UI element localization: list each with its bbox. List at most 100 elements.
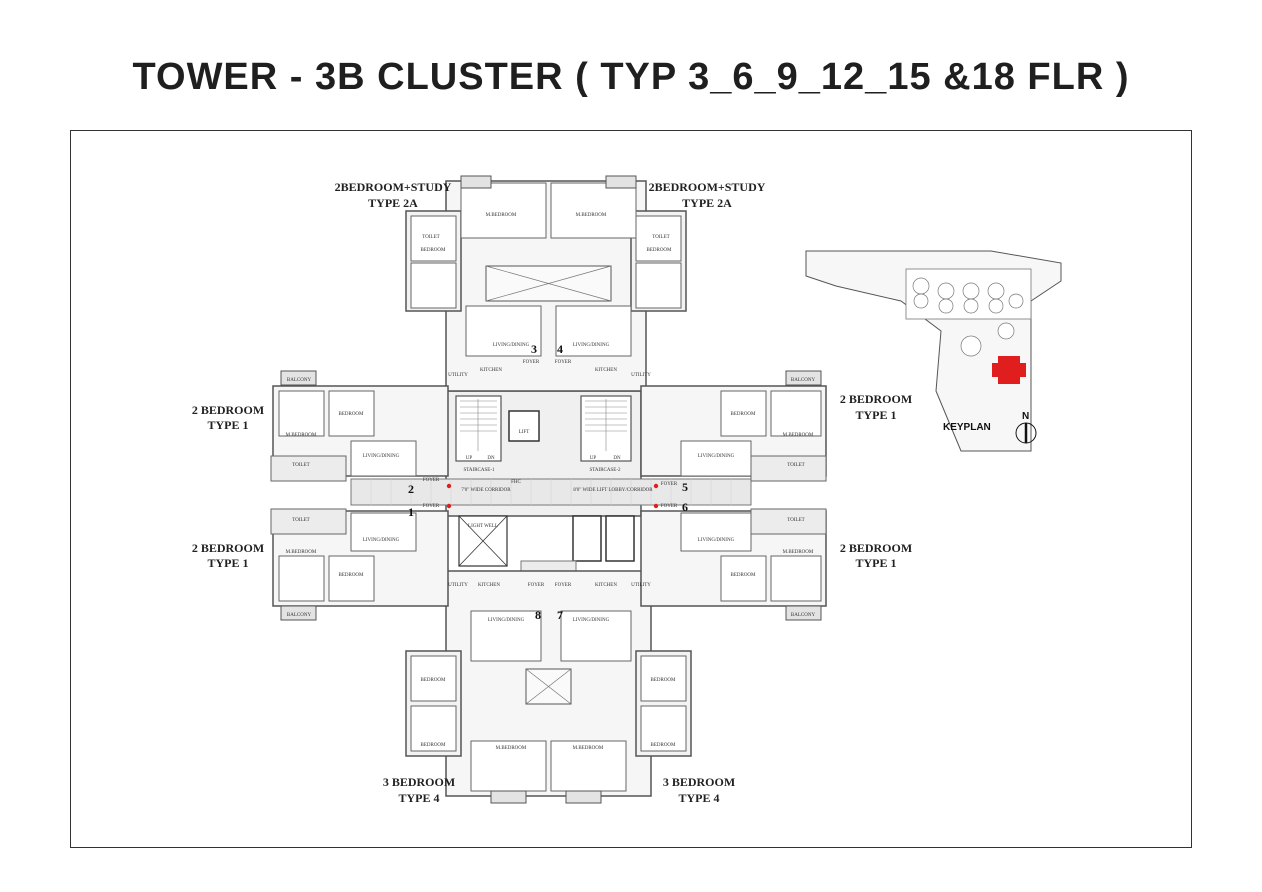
room-toilet-3: TOILET <box>422 235 439 240</box>
page-title: TOWER - 3B CLUSTER ( TYP 3_6_9_12_15 &18… <box>132 56 1130 98</box>
room-light-well: LIGHT WELL <box>468 524 498 529</box>
north-label: N <box>1022 411 1029 422</box>
unit-label-3bhk-left-line1: 3 BEDROOM <box>383 775 455 789</box>
room-bedroom-8a: BEDROOM <box>420 678 446 683</box>
keyplan-highlight-tower <box>992 356 1026 384</box>
room-bedroom-3a: BEDROOM <box>420 248 446 253</box>
flat-number-1: 1 <box>408 505 414 519</box>
room-foyer-3: FOYER <box>523 360 540 365</box>
flat-number-3: 3 <box>531 342 537 356</box>
room-toilet-1: TOILET <box>292 518 309 523</box>
room-lift: LIFT <box>519 430 530 435</box>
room-foyer-2: FOYER <box>423 478 440 483</box>
unit-label-2bhk-left-bottom-line2: TYPE 1 <box>207 556 248 570</box>
room-mbedroom-1: M.BEDROOM <box>286 550 317 555</box>
room-kitchen-3: KITCHEN <box>480 368 502 373</box>
lift-shaft-top <box>508 410 540 442</box>
room-foyer-7: FOYER <box>555 583 572 588</box>
room-staircase-1: STAIRCASE-1 <box>464 468 495 473</box>
flat-number-7: 7 <box>557 608 563 622</box>
room-living-dining-8: LIVING/DINING <box>488 618 525 623</box>
unit-label-2bhk-right-bottom-line2: TYPE 1 <box>855 556 896 570</box>
room-bedroom-8b: BEDROOM <box>420 743 446 748</box>
room-living-dining-1: LIVING/DINING <box>363 538 400 543</box>
room-mbedroom-2: M.BEDROOM <box>286 433 317 438</box>
room-living-dining-5: LIVING/DINING <box>698 454 735 459</box>
unit-label-2bhk-left-top-line2: TYPE 1 <box>207 418 248 432</box>
unit-label-2bhk-right-top-line1: 2 BEDROOM <box>840 392 912 406</box>
room-bedroom-6: BEDROOM <box>730 573 756 578</box>
room-bedroom-7b: BEDROOM <box>650 743 676 748</box>
room-toilet-5: TOILET <box>787 463 804 468</box>
stair-up-1: UP <box>466 456 473 461</box>
floor-plan-frame: 2BEDROOM+STUDY TYPE 2A 2BEDROOM+STUDY TY… <box>70 130 1192 848</box>
room-kitchen-7: KITCHEN <box>595 583 617 588</box>
keyplan: KEYPLAN N <box>805 250 1062 452</box>
room-mbedroom-4: M.BEDROOM <box>576 213 607 218</box>
lift-shaft-lower-1 <box>572 515 602 562</box>
room-mbedroom-5: M.BEDROOM <box>783 433 814 438</box>
room-living-dining-4: LIVING/DINING <box>573 343 610 348</box>
unit-label-2a-right-line2: TYPE 2A <box>682 196 732 210</box>
room-toilet-6: TOILET <box>787 518 804 523</box>
room-bedroom-2: BEDROOM <box>338 412 364 417</box>
stair-dn-1: DN <box>487 456 495 461</box>
unit-label-2bhk-right-top-line2: TYPE 1 <box>855 408 896 422</box>
room-utility-8: UTILITY <box>448 583 468 588</box>
room-foyer-4: FOYER <box>555 360 572 365</box>
stair-dn-2: DN <box>613 456 621 461</box>
unit-label-2a-left-line1: 2BEDROOM+STUDY <box>335 180 452 194</box>
lift-shaft-lower-2 <box>605 515 635 562</box>
room-foyer-6: FOYER <box>661 504 678 509</box>
keyplan-label: KEYPLAN <box>943 422 991 433</box>
corridor-right-label: 8'0" WIDE LIFT LOBBY/CORRIDOR <box>573 488 653 493</box>
top-wing <box>405 175 687 392</box>
room-toilet-4: TOILET <box>652 235 669 240</box>
unit-label-2a-right-line1: 2BEDROOM+STUDY <box>649 180 766 194</box>
room-foyer-5: FOYER <box>661 482 678 487</box>
stair-up-2: UP <box>590 456 597 461</box>
room-balcony-2: BALCONY <box>287 378 312 383</box>
room-living-dining-2: LIVING/DINING <box>363 454 400 459</box>
room-utility-7: UTILITY <box>631 583 651 588</box>
unit-label-3bhk-right-line2: TYPE 4 <box>678 791 719 805</box>
room-kitchen-8: KITCHEN <box>478 583 500 588</box>
unit-label-3bhk-left-line2: TYPE 4 <box>398 791 439 805</box>
unit-label-2bhk-left-top-line1: 2 BEDROOM <box>192 403 264 417</box>
right-wing <box>640 370 827 621</box>
room-mbedroom-8: M.BEDROOM <box>496 746 527 751</box>
room-bedroom-7a: BEDROOM <box>650 678 676 683</box>
room-balcony-1: BALCONY <box>287 613 312 618</box>
unit-label-2bhk-left-bottom-line1: 2 BEDROOM <box>192 541 264 555</box>
room-toilet-2: TOILET <box>292 463 309 468</box>
flat-number-2: 2 <box>408 482 414 496</box>
room-living-dining-6: LIVING/DINING <box>698 538 735 543</box>
room-kitchen-4: KITCHEN <box>595 368 617 373</box>
bottom-wing <box>405 570 692 804</box>
flat-number-6: 6 <box>682 500 688 514</box>
room-living-dining-3: LIVING/DINING <box>493 343 530 348</box>
room-living-dining-7: LIVING/DINING <box>573 618 610 623</box>
room-mbedroom-7: M.BEDROOM <box>573 746 604 751</box>
room-balcony-5: BALCONY <box>791 378 816 383</box>
corridor-left-label: 7'0" WIDE CORRIDOR <box>461 488 511 493</box>
unit-label-3bhk-right-line1: 3 BEDROOM <box>663 775 735 789</box>
room-bedroom-5: BEDROOM <box>730 412 756 417</box>
room-foyer-8: FOYER <box>528 583 545 588</box>
flat-number-8: 8 <box>535 608 541 622</box>
room-bedroom-4a: BEDROOM <box>646 248 672 253</box>
unit-label-2a-left-line2: TYPE 2A <box>368 196 418 210</box>
room-fhc: FHC <box>511 480 521 485</box>
room-mbedroom-3: M.BEDROOM <box>486 213 517 218</box>
flat-number-4: 4 <box>557 342 563 356</box>
unit-label-2bhk-right-bottom-line1: 2 BEDROOM <box>840 541 912 555</box>
left-wing <box>270 370 449 621</box>
flat-number-5: 5 <box>682 480 688 494</box>
room-utility-3: UTILITY <box>448 373 468 378</box>
room-staircase-2: STAIRCASE-2 <box>590 468 621 473</box>
floor-plan: 2BEDROOM+STUDY TYPE 2A 2BEDROOM+STUDY TY… <box>192 175 1062 805</box>
room-utility-4: UTILITY <box>631 373 651 378</box>
room-bedroom-1: BEDROOM <box>338 573 364 578</box>
room-foyer-1: FOYER <box>423 504 440 509</box>
room-balcony-6: BALCONY <box>791 613 816 618</box>
